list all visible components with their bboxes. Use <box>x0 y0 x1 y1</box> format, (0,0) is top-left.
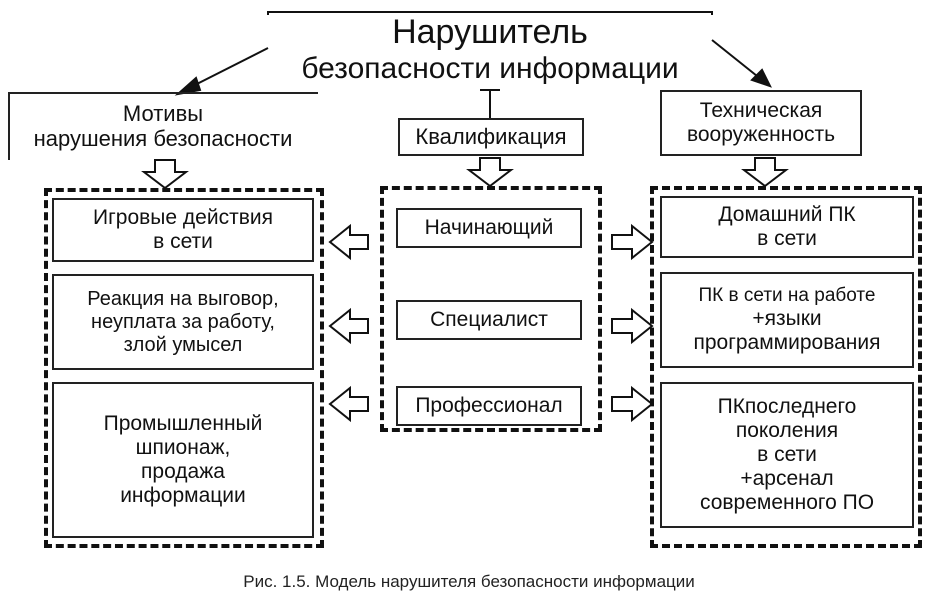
equipment-item-line1: ПК в сети на работе <box>698 284 876 306</box>
qualification-item-label: Профессионал <box>415 393 563 417</box>
equipment-item-line2: в сети <box>757 227 817 250</box>
qualification-item: Профессионал <box>396 386 582 426</box>
down-arrow-qualification <box>466 157 514 188</box>
qualification-header-label: Квалификация <box>415 124 567 150</box>
right-arrow-1 <box>611 223 654 261</box>
motive-item-line3: злой умысел <box>123 333 243 356</box>
motive-item: Реакция на выговор, неуплата за работу, … <box>52 274 314 370</box>
right-arrow-2 <box>611 307 654 345</box>
equipment-item-line4: +арсенал <box>740 467 834 491</box>
qualification-item-label: Начинающий <box>424 215 554 239</box>
equipment-item: ПКпоследнего поколения в сети +арсенал с… <box>660 382 914 528</box>
equipment-header: Техническая вооруженность <box>660 90 862 156</box>
motive-item-line1: Игровые действия <box>93 205 273 229</box>
motives-header: Мотивы нарушения безопасности <box>10 92 316 160</box>
equipment-header-line1: Техническая <box>699 98 823 122</box>
qualification-item: Специалист <box>396 300 582 340</box>
qualification-item-label: Специалист <box>430 307 548 331</box>
motives-header-frame <box>8 92 318 160</box>
motive-item-line4: информации <box>120 484 246 508</box>
equipment-item-line2: +языки <box>752 306 822 330</box>
motive-item-line2: шпионаж, <box>135 435 231 459</box>
motives-group <box>44 188 324 548</box>
title-line1: Нарушитель <box>392 13 588 52</box>
qualification-group <box>380 186 602 432</box>
qualification-header: Квалификация <box>398 118 584 156</box>
equipment-item-line1: ПКпоследнего <box>717 394 857 418</box>
motives-header-line1: Мотивы <box>122 100 204 126</box>
motive-item-line2: неуплата за работу, <box>91 310 275 333</box>
arrow-to-motives <box>174 47 269 96</box>
left-arrow-1 <box>328 223 369 261</box>
equipment-item-line5: современного ПО <box>699 491 875 515</box>
equipment-group <box>650 186 922 548</box>
equipment-item-line3: в сети <box>757 442 817 466</box>
arrow-to-equipment <box>711 39 772 88</box>
equipment-item: Домашний ПК в сети <box>660 196 914 258</box>
equipment-item-line2: поколения <box>735 418 839 442</box>
motives-header-line2: нарушения безопасности <box>33 126 293 151</box>
title-box: Нарушитель безопасности информации <box>268 8 712 92</box>
qualification-item: Начинающий <box>396 208 582 248</box>
equipment-item-line1: Домашний ПК <box>718 202 856 226</box>
down-arrow-equipment <box>741 157 789 188</box>
motive-item-line1: Промышленный <box>103 411 263 435</box>
motive-item-line1: Реакция на выговор, <box>87 287 279 310</box>
left-arrow-2 <box>328 307 369 345</box>
motive-item: Промышленный шпионаж, продажа информации <box>52 382 314 538</box>
equipment-header-line2: вооруженность <box>686 123 836 146</box>
left-arrow-3 <box>328 385 369 423</box>
right-arrow-3 <box>611 385 654 423</box>
title-line2: безопасности информации <box>301 52 679 86</box>
figure-caption: Рис. 1.5. Модель нарушителя безопасности… <box>243 572 695 591</box>
down-arrow-motives <box>141 159 189 190</box>
motive-item-line3: продажа <box>141 460 225 483</box>
motive-item-line2: в сети <box>153 230 213 253</box>
equipment-item-line3: программирования <box>693 330 881 354</box>
motive-item: Игровые действия в сети <box>52 198 314 262</box>
equipment-item: ПК в сети на работе +языки программирова… <box>660 272 914 368</box>
